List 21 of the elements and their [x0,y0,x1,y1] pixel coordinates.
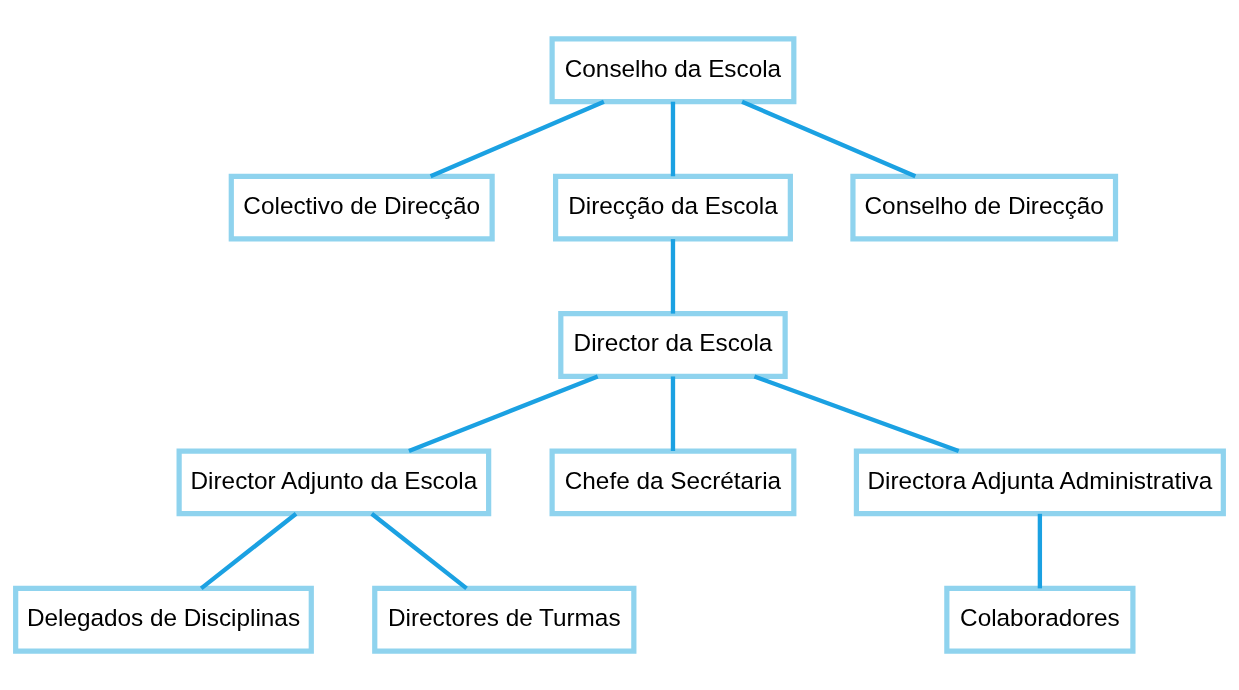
connector [429,99,605,179]
node-box: Colectivo de Direcção [228,173,495,242]
connector [670,101,676,177]
node-box: Directora Adjunta Administrativa [853,448,1226,517]
connector [370,512,468,591]
connector [753,374,960,454]
connector [199,512,298,591]
node-box: Delegados de Disciplinas [13,585,314,654]
node-box: Colaboradores [944,585,1136,654]
connector [1037,513,1043,589]
node-box: Directores de Turmas [372,585,637,654]
connector [670,376,676,451]
connector [408,374,599,454]
node-box: Direcção da Escola [553,173,793,242]
node-box: Director Adjunto da Escola [176,448,492,517]
node-box: Conselho de Direcção [850,173,1119,242]
connector [670,239,676,314]
connector [741,99,917,179]
node-box: Conselho da Escola [549,36,797,105]
node-box: Director da Escola [558,311,788,379]
node-box: Chefe da Secrétaria [549,448,797,517]
